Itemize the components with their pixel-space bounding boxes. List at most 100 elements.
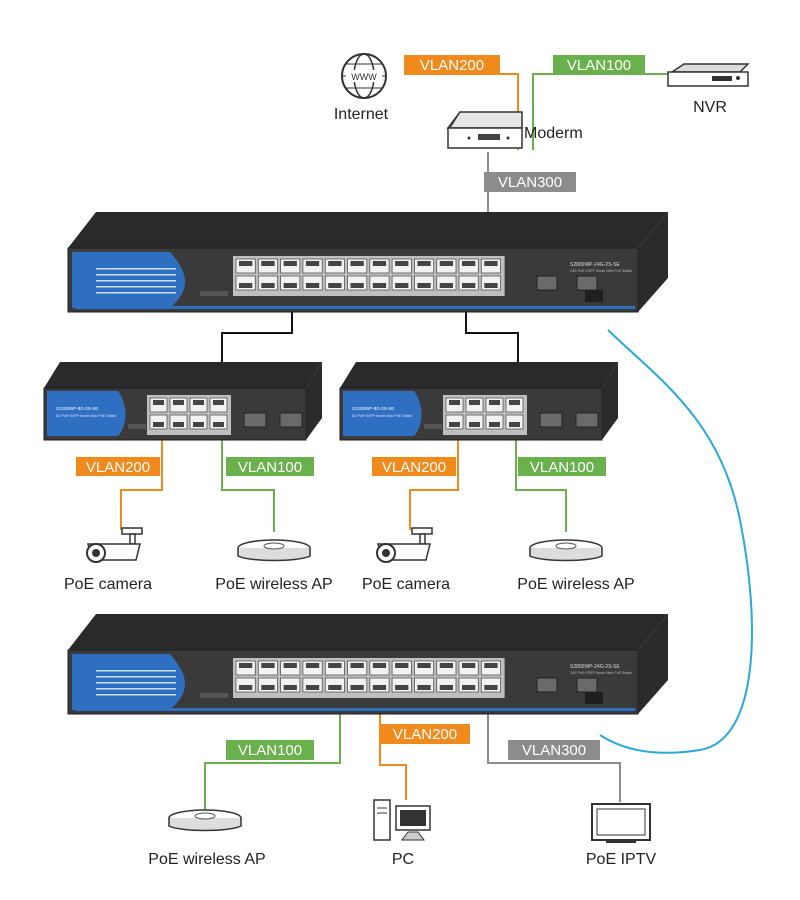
core-rj45-jack xyxy=(462,261,476,266)
core-rj45-jack xyxy=(484,261,498,266)
vlan-tag-bottom-iptv: VLAN300 xyxy=(508,740,600,760)
core-rj45-jack xyxy=(350,261,364,266)
core-rj45-jack xyxy=(462,283,476,288)
right-desc-text: 8G PoE+2SFP Smart Web PoE Switch xyxy=(352,414,412,418)
iptv-node: PoE IPTV xyxy=(586,803,657,868)
right-mode-switch xyxy=(424,424,442,429)
right-sfp-port-2 xyxy=(575,412,599,428)
left-rj45-jack xyxy=(193,422,204,427)
bottom-rj45-jack xyxy=(350,663,364,668)
bottom-rj45-jack xyxy=(305,685,320,690)
bottom-rj45-jack xyxy=(328,685,342,690)
bottom-rj45-jack xyxy=(239,685,253,690)
left-port-array xyxy=(147,395,231,435)
left-ap-label: PoE wireless AP xyxy=(215,576,332,593)
left-sfp-port-1 xyxy=(243,412,267,428)
core-rj45-jack xyxy=(305,283,320,288)
left-camera-label: PoE camera xyxy=(64,576,152,593)
bottom-sfp-port-2 xyxy=(576,677,598,693)
left-ap-node: PoE wireless AP xyxy=(215,539,333,593)
left-rj45-jack xyxy=(213,400,224,405)
core-rj45-jack xyxy=(439,283,453,288)
vlan-tag-right-ap-text: VLAN100 xyxy=(530,459,594,476)
left-mode-switch xyxy=(128,424,146,429)
vlan-tag-right-camera-text: VLAN200 xyxy=(382,459,446,476)
cable-bottom-iptv xyxy=(487,700,621,802)
right-ap-label: PoE wireless AP xyxy=(517,576,634,593)
vlan-tag-left-ap: VLAN100 xyxy=(226,457,314,476)
bottom-rj45-jack xyxy=(261,663,275,668)
core-rj45-jack xyxy=(395,261,409,266)
cable-right-camera xyxy=(409,425,459,530)
access-point-icon xyxy=(168,809,242,832)
left-rj45-jack xyxy=(213,422,224,427)
bottom-rj45-jack xyxy=(239,663,253,668)
bottom-rj45-jack xyxy=(439,685,453,690)
vlan-tag-bottom-iptv-text: VLAN300 xyxy=(522,742,586,759)
cable-left-camera xyxy=(120,425,163,530)
cable-bottom-pc xyxy=(379,700,407,800)
right-model-text: S1200WP-8G-2S-SE xyxy=(352,406,394,411)
vlan-tag-bottom-ap-text: VLAN100 xyxy=(238,742,302,759)
core-rj45-jack xyxy=(261,283,275,288)
right-rj45-jack xyxy=(509,422,520,427)
bottom-rj45-jack xyxy=(439,663,453,668)
cable-right-ap xyxy=(515,425,567,532)
access-point-icon xyxy=(529,539,603,562)
bottom-rj45-jack xyxy=(417,685,431,690)
left-rj45-jack xyxy=(173,422,184,427)
vlan-tag-nvr-text: VLAN100 xyxy=(567,57,631,74)
right-camera-node: PoE camera xyxy=(362,527,450,593)
access-point-icon xyxy=(237,539,311,562)
bottom-rj45-jack xyxy=(484,663,498,668)
right-port-array xyxy=(443,395,527,435)
vlan-tag-uplink-text: VLAN300 xyxy=(498,174,562,191)
core-sfp-module xyxy=(585,290,603,302)
globe-text: WWW xyxy=(351,72,377,82)
bottom-model-text: S2800WP-24G-2S-SE xyxy=(570,664,620,670)
nvr-node: NVR xyxy=(667,63,750,116)
right-sfp-port-1 xyxy=(539,412,563,428)
camera-icon xyxy=(86,527,143,563)
vlan-tag-right-ap: VLAN100 xyxy=(518,457,606,476)
bottom-rj45-jack xyxy=(372,663,387,668)
core-rj45-jack xyxy=(305,261,320,266)
core-rj45-jack xyxy=(484,283,498,288)
core-desc-text: 24G PoE+2SFP Smart Web PoE Switch xyxy=(570,269,632,273)
camera-icon xyxy=(376,527,433,563)
right-rj45-jack xyxy=(509,400,520,405)
vlan-tag-left-camera: VLAN200 xyxy=(76,457,160,476)
bottom-rj45-jack xyxy=(328,663,342,668)
modem-label: Moderm xyxy=(524,125,583,142)
bottom-ap-node: PoE wireless AP xyxy=(148,809,266,868)
tv-icon xyxy=(591,803,651,843)
vlan-tag-left-ap-text: VLAN100 xyxy=(238,459,302,476)
right-access-switch: S1200WP-8G-2S-SE 8G PoE+2SFP Smart Web P… xyxy=(339,362,618,441)
core-rj45-jack xyxy=(372,261,387,266)
bottom-switch: S2800WP-24G-2S-SE 24G PoE+2SFP Smart Web… xyxy=(67,614,668,715)
core-blue-strip xyxy=(75,306,635,309)
left-rj45-jack xyxy=(193,400,204,405)
iptv-label: PoE IPTV xyxy=(586,851,657,868)
bottom-port-array xyxy=(233,658,505,698)
right-rj45-jack xyxy=(449,400,460,405)
bottom-mode-switch xyxy=(200,693,228,698)
left-blue-panel xyxy=(47,391,126,436)
bottom-rj45-jack xyxy=(305,663,320,668)
core-rj45-jack xyxy=(328,283,342,288)
cable-bottom-ap xyxy=(204,700,341,810)
core-rj45-jack xyxy=(239,283,253,288)
vlan-tag-nvr: VLAN100 xyxy=(553,55,645,75)
right-rj45-jack xyxy=(489,400,500,405)
left-model-text: S1200WP-8G-2S-SE xyxy=(56,406,98,411)
left-rj45-jack xyxy=(173,400,184,405)
core-led-grid xyxy=(96,268,176,294)
bottom-rj45-jack xyxy=(261,685,275,690)
bottom-rj45-jack xyxy=(462,663,476,668)
bottom-blue-strip xyxy=(75,708,635,711)
bottom-rj45-jack xyxy=(417,663,431,668)
core-sfp-port-2 xyxy=(576,275,598,291)
core-rj45-jack xyxy=(239,261,253,266)
right-rj45-jack xyxy=(449,422,460,427)
